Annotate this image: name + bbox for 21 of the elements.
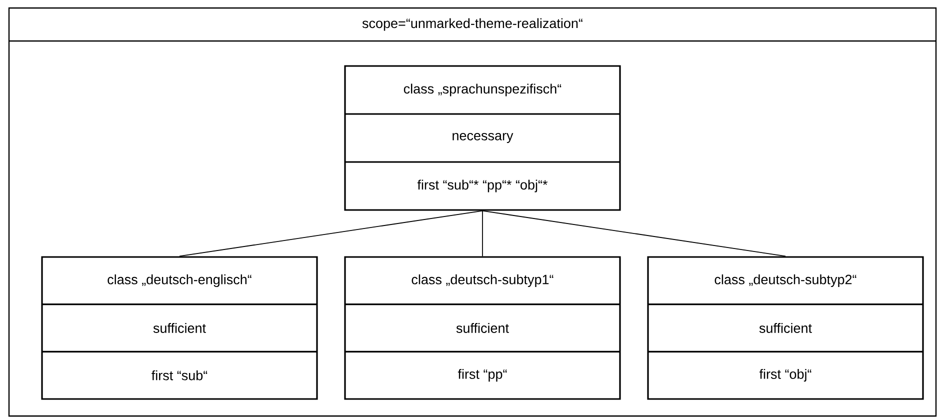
frame-heading: scope=“unmarked-theme-realization“ bbox=[362, 18, 582, 31]
class-box bbox=[647, 256, 924, 400]
compartment-text: sufficient bbox=[759, 323, 812, 333]
connector-line bbox=[482, 210, 786, 257]
compartment-text: class „deutsch-subtyp1“ bbox=[412, 274, 554, 287]
compartment-text: first “obj“ bbox=[759, 369, 812, 382]
compartment-text: sufficient bbox=[153, 323, 206, 333]
connector-line bbox=[482, 210, 483, 257]
compartment-text: first “sub“* “pp“* “obj“* bbox=[417, 180, 548, 192]
compartment-text: class „sprachunspezifisch“ bbox=[404, 84, 562, 96]
class-box bbox=[344, 256, 621, 400]
compartment-text: class „deutsch-englisch“ bbox=[108, 274, 252, 287]
compartment-text: sufficient bbox=[456, 323, 509, 333]
class-box bbox=[41, 256, 318, 400]
compartment-text: necessary bbox=[452, 132, 514, 144]
compartment-text: class „deutsch-subtyp2“ bbox=[714, 274, 856, 287]
compartment-text: first “sub“ bbox=[152, 370, 208, 380]
scope-frame bbox=[8, 7, 937, 417]
class-box bbox=[344, 65, 621, 211]
connector-line bbox=[179, 210, 483, 257]
compartment-text: first “pp“ bbox=[458, 369, 507, 382]
